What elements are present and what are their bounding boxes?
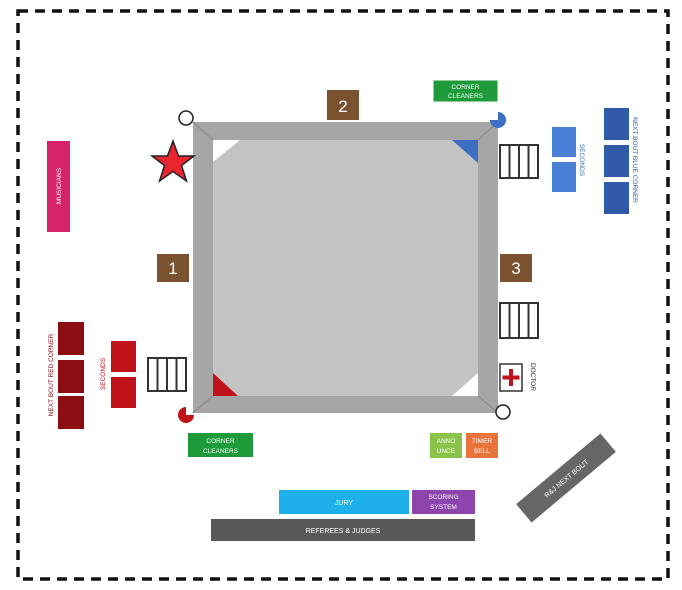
- steps-icon: [499, 144, 539, 179]
- corner-cleaners-label: CLEANERS: [203, 448, 239, 455]
- next-bout-red-label: NEXT BOUT RED CORNER: [48, 333, 55, 416]
- steps-icon: [499, 302, 539, 339]
- ring-canvas: [213, 140, 478, 396]
- corner-cleaners-label: CORNER: [206, 438, 234, 445]
- timer-bell-area: [466, 433, 498, 458]
- ring-corner-line: [477, 395, 499, 414]
- corner-cleaners-top: [432, 79, 499, 103]
- timer-bell-label: BELL: [474, 448, 490, 455]
- rj-next-bout-area: R&J NEXT BOUT: [516, 433, 616, 523]
- star-icon: [149, 138, 197, 183]
- next-bout-blue-seat: [604, 108, 629, 140]
- venue-boundary: [16, 9, 670, 581]
- blue-seconds-label: SECONDS: [578, 144, 585, 177]
- musicians-label: MUSICIANS: [56, 167, 63, 204]
- medical-cross-icon: [502, 375, 520, 380]
- announce-label: ANNO: [437, 438, 456, 445]
- corner-post-red: [178, 407, 194, 423]
- next-bout-blue-seat: [604, 145, 629, 177]
- boxing-ring: [178, 110, 511, 423]
- next-bout-blue-seat: [604, 182, 629, 214]
- scoring-system-table: [412, 490, 475, 514]
- blue-corner-pad: [452, 140, 478, 163]
- ring-side-badge: [327, 90, 359, 120]
- ring-side-number: 2: [338, 97, 347, 116]
- ring-side-number: 1: [168, 259, 177, 278]
- corner-post-neutral: [178, 110, 194, 126]
- jury-table: [279, 490, 409, 514]
- referees-judges-label: REFEREES & JUDGES: [306, 528, 381, 535]
- corner-post-blue: [490, 112, 506, 128]
- steps-icon: [147, 357, 187, 392]
- neutral-corner-pad: [452, 373, 478, 396]
- next-bout-red-seat: [58, 396, 84, 429]
- announcer-area: [430, 433, 462, 458]
- blue-seconds-seat: [552, 127, 576, 157]
- next-bout-red-seat: [58, 322, 84, 355]
- musicians-area: [47, 141, 70, 232]
- red-seconds-seat: [111, 377, 136, 408]
- ring-corner-line: [192, 121, 214, 141]
- announce-label: UNCE: [437, 448, 456, 455]
- jury-label: JURY: [335, 500, 353, 507]
- red-seconds-label: SECONDS: [100, 357, 107, 390]
- timer-bell-label: TIMER: [472, 438, 493, 445]
- red-corner-pad: [213, 373, 238, 396]
- ring-corner-line: [192, 395, 214, 414]
- scoring-system-label: SCORING: [428, 494, 458, 501]
- referees-judges-table: [211, 519, 475, 541]
- next-bout-red-seat: [58, 360, 84, 393]
- next-bout-blue-label: NEXT BOUT BLUE CORNER: [631, 117, 638, 203]
- corner-cleaners-label: CORNER: [451, 84, 479, 91]
- scoring-system-label: SYSTEM: [430, 504, 457, 511]
- ring-side-badge: [157, 254, 189, 282]
- red-seconds-seat: [111, 341, 136, 372]
- corner-post-neutral: [495, 404, 511, 420]
- ring-side-badge: [500, 254, 532, 282]
- doctor-label: DOCTOR: [529, 363, 536, 391]
- corner-cleaners-label: CLEANERS: [448, 93, 484, 100]
- corner-cleaners-bottom: [188, 433, 253, 457]
- neutral-corner-pad: [213, 140, 240, 162]
- blue-seconds-seat: [552, 162, 576, 192]
- ring-side-number: 3: [511, 259, 520, 278]
